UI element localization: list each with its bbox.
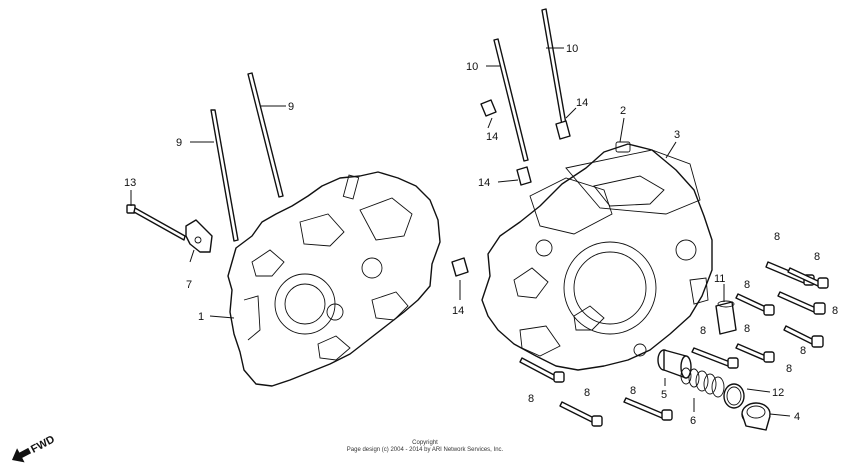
callout-8-a: 8 bbox=[774, 231, 780, 243]
callout-8-i: 8 bbox=[528, 393, 534, 405]
bolt-8-f bbox=[735, 343, 775, 363]
bolt-8-j bbox=[623, 397, 673, 421]
right-crankcase-half[interactable] bbox=[481, 141, 713, 371]
callout-7: 7 bbox=[186, 279, 192, 291]
callout-8-f: 8 bbox=[744, 323, 750, 335]
dowel-pin-14-d[interactable] bbox=[451, 257, 469, 277]
dowel-pin-14-b[interactable] bbox=[555, 120, 571, 140]
stud-9-front[interactable] bbox=[210, 109, 239, 242]
callout-8-e: 8 bbox=[700, 325, 706, 337]
callout-14-a: 14 bbox=[576, 97, 588, 109]
copyright-notice: Page design (c) 2004 - 2014 by ARI Netwo… bbox=[346, 447, 504, 453]
bolt-8-h bbox=[519, 357, 565, 383]
callout-labels: 1 2 3 4 5 6 7 8 8 8 8 8 8 8 8 8 8 8 9 9 … bbox=[124, 43, 838, 427]
callout-8-b: 8 bbox=[814, 251, 820, 263]
callout-6: 6 bbox=[690, 415, 696, 427]
spring-6[interactable] bbox=[680, 367, 725, 398]
callout-11: 11 bbox=[714, 273, 725, 285]
bolt-8-d bbox=[777, 291, 826, 315]
callout-9-a: 9 bbox=[288, 101, 294, 113]
callout-4: 4 bbox=[794, 411, 800, 423]
bolt-8-c bbox=[735, 293, 775, 316]
bolt-8-group[interactable] bbox=[519, 261, 829, 427]
bolt-8-g bbox=[691, 347, 739, 369]
callout-13: 13 bbox=[124, 177, 136, 189]
oil-seal-11[interactable] bbox=[715, 300, 737, 335]
dowel-pin-14-c[interactable] bbox=[516, 166, 532, 186]
callout-12: 12 bbox=[772, 387, 784, 399]
callout-9-b: 9 bbox=[176, 137, 182, 149]
dowel-pin-14-a[interactable] bbox=[480, 99, 497, 117]
callout-14-d: 14 bbox=[452, 305, 464, 317]
bolt-8-i bbox=[559, 401, 603, 427]
stud-10-rear[interactable] bbox=[541, 8, 567, 126]
forward-direction-indicator: FWD bbox=[4, 426, 64, 466]
callout-1: 1 bbox=[198, 311, 204, 323]
left-crankcase-half[interactable] bbox=[227, 171, 441, 387]
strainer-screen-5[interactable] bbox=[657, 349, 692, 379]
bolt-13[interactable] bbox=[126, 204, 186, 241]
bolt-8-e bbox=[783, 325, 824, 348]
stud-9-rear[interactable] bbox=[247, 72, 284, 198]
callout-10-b: 10 bbox=[466, 61, 478, 73]
cap-4[interactable] bbox=[741, 402, 771, 431]
bracket-7[interactable] bbox=[185, 219, 213, 253]
callout-5: 5 bbox=[661, 389, 667, 401]
callout-2: 2 bbox=[620, 105, 626, 117]
callout-8-g: 8 bbox=[800, 345, 806, 357]
callout-14-c: 14 bbox=[478, 177, 490, 189]
bolt-8-b bbox=[787, 267, 829, 289]
callout-10-a: 10 bbox=[566, 43, 578, 55]
copyright-title: Copyright bbox=[412, 440, 438, 446]
callout-8-j: 8 bbox=[584, 387, 590, 399]
callout-8-c: 8 bbox=[744, 279, 750, 291]
callout-8-k: 8 bbox=[630, 385, 636, 397]
callout-14-b: 14 bbox=[486, 131, 498, 143]
arrow-left-icon bbox=[11, 447, 32, 463]
callout-8-h: 8 bbox=[786, 363, 792, 375]
o-ring-12[interactable] bbox=[723, 383, 745, 409]
leader-lines bbox=[130, 47, 791, 417]
callout-3: 3 bbox=[674, 129, 680, 141]
stud-10-front[interactable] bbox=[493, 38, 529, 162]
callout-8-d: 8 bbox=[832, 305, 838, 317]
